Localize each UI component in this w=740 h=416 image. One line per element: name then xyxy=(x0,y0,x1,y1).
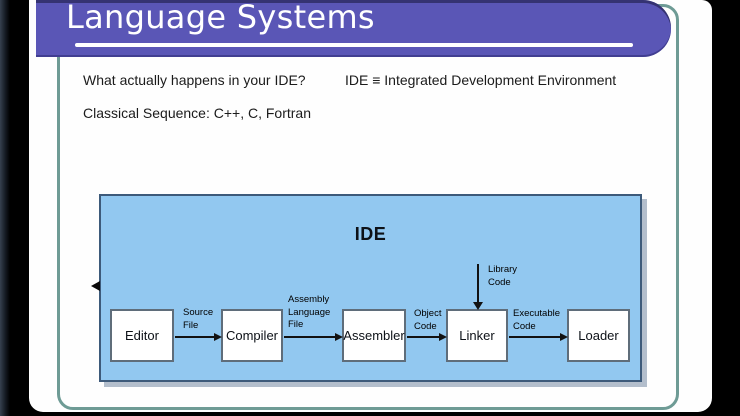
arrow-shaft xyxy=(477,264,479,303)
stage-label-editor: Editor xyxy=(125,328,159,343)
stage-box-editor: Editor xyxy=(110,309,174,362)
stage-label-assembler: Assembler xyxy=(343,328,405,343)
arrow-shaft xyxy=(509,336,562,338)
arrow-assembler-to-linker-icon xyxy=(407,332,447,342)
screen-left-edge xyxy=(0,0,10,416)
stage-box-loader: Loader xyxy=(567,309,630,362)
stage-label-compiler: Compiler xyxy=(225,328,278,343)
ide-container-label: IDE xyxy=(354,224,387,244)
stage-label-linker: Linker xyxy=(459,328,495,343)
flow-label-library-code: Library Code xyxy=(488,264,518,288)
arrow-shaft xyxy=(284,336,337,338)
arrow-library-to-linker-icon xyxy=(473,264,483,310)
arrow-compiler-to-assembler-icon xyxy=(284,332,343,342)
arrowhead-icon xyxy=(560,332,568,341)
flow-label-executable-code: Executable Code xyxy=(513,308,561,332)
body-question: What actually happens in your IDE? xyxy=(83,72,306,88)
arrowhead-icon xyxy=(214,332,222,341)
flow-label-object-code: Object Code xyxy=(414,308,442,332)
arrowhead-icon xyxy=(439,332,447,341)
stage-box-assembler: Assembler xyxy=(342,309,406,362)
arrow-shaft xyxy=(175,336,216,338)
arrow-editor-to-compiler-icon xyxy=(175,332,222,342)
body-ide-definition: IDE ≡ Integrated Development Environment xyxy=(345,72,617,88)
stage-box-linker: Linker xyxy=(446,309,508,362)
arrow-shaft xyxy=(407,336,441,338)
arrowhead-icon xyxy=(335,332,343,341)
body-classical-sequence: Classical Sequence: C++, C, Fortran xyxy=(83,105,311,121)
flow-label-source-file: Source File xyxy=(183,307,214,331)
feedback-arrowhead-icon xyxy=(91,281,100,291)
stage-box-compiler: Compiler xyxy=(221,309,283,362)
slide-title: Language Systems xyxy=(66,0,375,36)
title-underline xyxy=(75,43,633,47)
arrow-linker-to-loader-icon xyxy=(509,332,568,342)
arrowhead-icon xyxy=(473,302,483,310)
title-banner: Language Systems xyxy=(36,0,671,57)
flow-label-assembly-language-file: Assembly Language File xyxy=(288,294,331,330)
stage-label-loader: Loader xyxy=(578,328,619,343)
